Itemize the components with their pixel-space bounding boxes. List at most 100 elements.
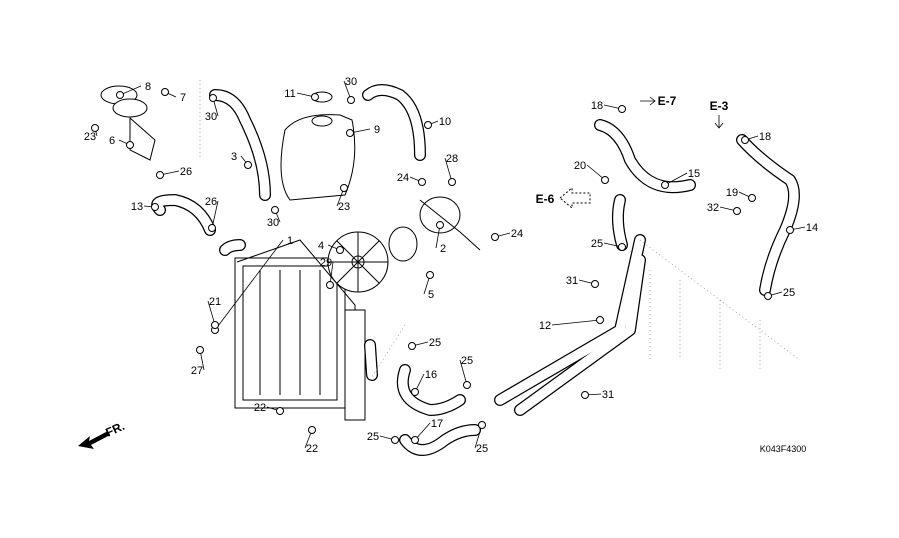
fastener-icon: [463, 381, 471, 389]
fastener-icon: [308, 426, 316, 434]
part-callout-25: 25: [783, 287, 795, 299]
fastener-icon: [156, 171, 164, 179]
part-callout-6: 6: [109, 135, 115, 147]
leader-line: [459, 359, 468, 386]
reference-e-6: E-6: [536, 192, 555, 206]
part-callout-15: 15: [688, 168, 700, 180]
fastener-icon: [601, 176, 609, 184]
part-callout-28: 28: [446, 153, 458, 165]
fastener-icon: [411, 436, 419, 444]
fastener-icon: [340, 184, 348, 192]
part-callout-25: 25: [476, 443, 488, 455]
part-callout-1: 1: [287, 235, 293, 247]
fastener-icon: [581, 391, 589, 399]
leader-line: [207, 300, 216, 326]
part-callout-26: 26: [205, 196, 217, 208]
leader-lines: [91, 80, 806, 449]
fastener-icon: [733, 207, 741, 215]
part-callout-11: 11: [284, 88, 295, 100]
fastener-icon: [748, 194, 756, 202]
leader-line: [664, 172, 688, 186]
cooling-fan: [327, 226, 418, 293]
e6-arrow: [559, 186, 591, 210]
fastener-icon: [271, 206, 279, 214]
fastener-icon: [126, 141, 134, 149]
part-callout-7: 7: [180, 92, 186, 104]
fastener-icon: [741, 136, 749, 144]
leader-line: [444, 157, 453, 183]
part-callout-25: 25: [591, 238, 603, 250]
fastener-icon: [418, 178, 426, 186]
fastener-icon: [311, 93, 319, 101]
part-callout-12: 12: [539, 320, 551, 332]
fastener-icon: [161, 88, 169, 96]
part-callout-9: 9: [374, 124, 380, 136]
direction-arrow: [78, 431, 110, 449]
fastener-icon: [618, 243, 626, 251]
part-callout-17: 17: [431, 418, 443, 430]
reserve-tank: [280, 91, 356, 201]
reference-e-7: E-7: [658, 94, 677, 108]
fastener-icon: [244, 161, 252, 169]
fastener-icon: [91, 124, 99, 132]
leader-line: [551, 319, 601, 326]
fastener-icon: [336, 246, 344, 254]
part-callout-30: 30: [205, 111, 217, 123]
part-callout-16: 16: [425, 369, 437, 381]
fastener-icon: [661, 181, 669, 189]
part-callout-24: 24: [511, 228, 523, 240]
fastener-icon: [209, 94, 217, 102]
part-callout-32: 32: [707, 202, 719, 214]
fastener-icon: [424, 121, 432, 129]
fastener-icon: [448, 178, 456, 186]
radiator-cap: [100, 85, 156, 161]
leader-line: [474, 424, 483, 449]
reference-e-3: E-3: [710, 99, 729, 113]
part-callout-19: 19: [726, 187, 738, 199]
part-callout-31: 31: [602, 389, 614, 401]
fastener-icon: [426, 271, 434, 279]
part-callout-2: 2: [440, 243, 446, 255]
part-callout-22: 22: [254, 402, 266, 414]
fastener-icon: [408, 342, 416, 350]
part-callout-22: 22: [306, 443, 318, 455]
part-callout-14: 14: [806, 222, 818, 234]
fastener-icon: [116, 91, 124, 99]
fastener-icon: [196, 346, 204, 354]
fastener-icon: [491, 233, 499, 241]
part-callout-27: 27: [191, 365, 203, 377]
fastener-icon: [436, 221, 444, 229]
part-callout-21: 21: [209, 296, 221, 308]
part-callout-31: 31: [566, 275, 578, 287]
fastener-icon: [411, 388, 419, 396]
part-callout-23: 23: [84, 131, 96, 143]
fastener-icon: [786, 226, 794, 234]
part-callout-5: 5: [428, 289, 434, 301]
part-callout-18: 18: [759, 131, 771, 143]
part-callout-29: 29: [320, 257, 332, 269]
fastener-icon: [478, 421, 486, 429]
fastener-icon: [591, 280, 599, 288]
part-callout-20: 20: [574, 160, 586, 172]
hoses: [151, 84, 800, 456]
part-callout-30: 30: [267, 217, 279, 229]
fastener-icon: [211, 321, 219, 329]
part-callout-4: 4: [318, 240, 324, 252]
fastener-icon: [764, 292, 772, 300]
part-callout-3: 3: [231, 151, 237, 163]
fastener-icon: [596, 316, 604, 324]
part-callout-13: 13: [131, 201, 143, 213]
part-callout-8: 8: [145, 81, 151, 93]
fastener-icon: [391, 436, 399, 444]
part-callout-25: 25: [367, 431, 379, 443]
part-callout-30: 30: [345, 76, 357, 88]
part-callout-25: 25: [461, 355, 473, 367]
drawing-code: K043F4300: [760, 444, 807, 454]
fastener-icon: [326, 281, 334, 289]
part-callout-26: 26: [180, 166, 192, 178]
fastener-icon: [347, 96, 355, 104]
fastener-icon: [151, 203, 159, 211]
part-callout-23: 23: [338, 201, 350, 213]
